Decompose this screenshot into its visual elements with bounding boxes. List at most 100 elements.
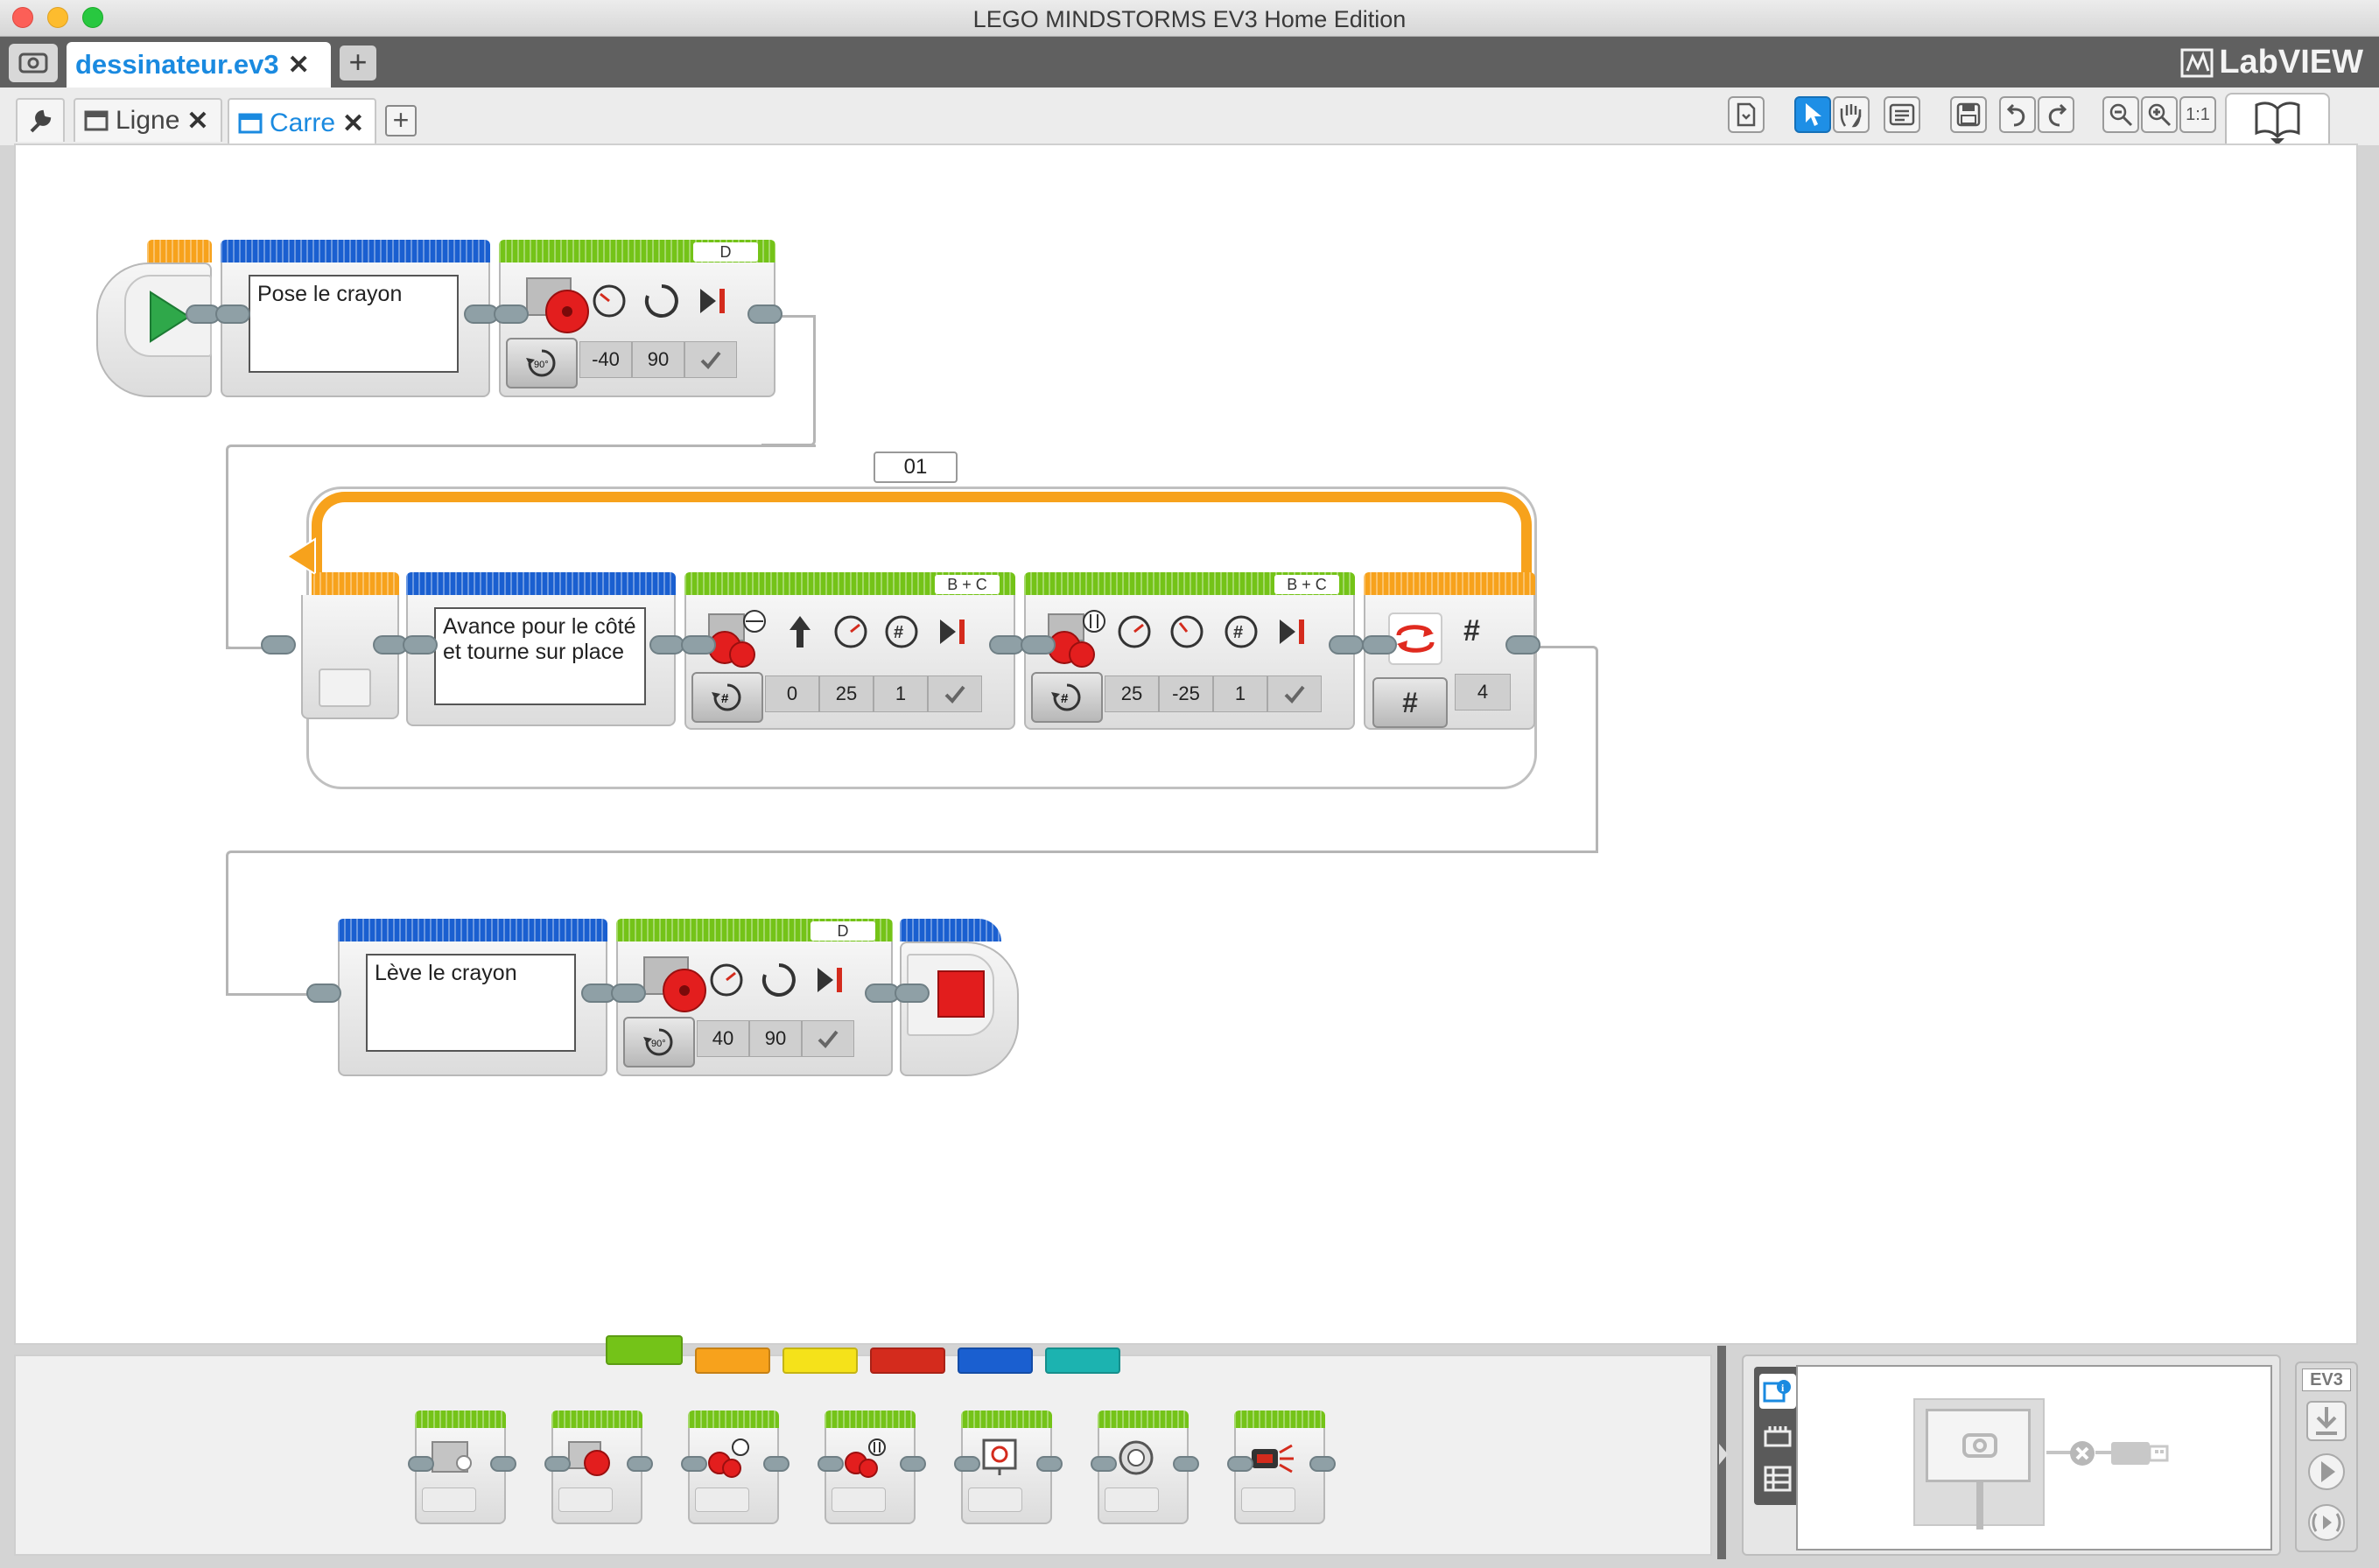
loop-end-block[interactable]: # # 4 [1364, 572, 1535, 730]
help-button[interactable] [2225, 93, 2330, 147]
zoom-window-button[interactable] [82, 7, 103, 28]
degrees-value[interactable]: 90 [632, 341, 684, 378]
expand-arrow-icon[interactable] [1717, 1442, 1730, 1466]
wrench-icon [30, 109, 52, 133]
palette-large-motor-block[interactable] [551, 1410, 642, 1524]
zoom-in-button[interactable] [2141, 96, 2178, 133]
brake-value[interactable] [1267, 676, 1322, 712]
palette-medium-motor-block[interactable] [415, 1410, 506, 1524]
loop-mode-selector[interactable]: # [1372, 677, 1448, 728]
palette-tab-sensor[interactable] [782, 1348, 858, 1374]
power-value[interactable]: -40 [579, 341, 632, 378]
add-project-button[interactable]: + [340, 46, 376, 80]
select-tool-button[interactable] [1794, 96, 1831, 133]
project-properties-tab[interactable] [16, 98, 65, 142]
palette-sound-block[interactable] [1098, 1410, 1189, 1524]
tab-ligne[interactable]: Ligne ✕ [74, 98, 222, 142]
save-button[interactable] [1950, 96, 1987, 133]
sequence-wire [226, 850, 1598, 996]
port-selector[interactable]: D [693, 242, 758, 262]
start-block[interactable] [96, 240, 212, 397]
svg-text:#: # [721, 691, 729, 706]
brick-information-tab[interactable]: i [1759, 1374, 1796, 1409]
port-view-tab[interactable] [1759, 1418, 1796, 1452]
lobby-button[interactable] [9, 44, 58, 82]
pan-tool-button[interactable] [1833, 96, 1870, 133]
port-selector[interactable]: D [811, 921, 875, 941]
comment-tool-button[interactable] [1884, 96, 1920, 133]
palette-brick-status-light-block[interactable] [1234, 1410, 1325, 1524]
comment-text[interactable]: Pose le crayon [249, 275, 459, 373]
palette-move-steering-block[interactable] [688, 1410, 779, 1524]
mode-selector[interactable]: 90° [506, 338, 578, 388]
medium-motor-block[interactable]: D 40 90 90° [616, 919, 893, 1076]
brake-value[interactable] [684, 341, 737, 378]
stop-program-block[interactable] [900, 919, 1019, 1076]
power-value[interactable]: 25 [819, 676, 874, 712]
palette-display-block[interactable] [961, 1410, 1052, 1524]
comment-text[interactable]: Avance pour le côté et tourne sur place [434, 607, 646, 705]
port-selector[interactable]: B + C [1274, 575, 1339, 594]
mode-selector[interactable]: # [1031, 672, 1103, 723]
display-icon [982, 1438, 1017, 1475]
power-value[interactable]: 40 [697, 1020, 749, 1057]
palette-block-header [1234, 1410, 1325, 1428]
project-tab[interactable]: dessinateur.ev3 ✕ [67, 42, 331, 88]
close-project-icon[interactable]: ✕ [287, 50, 310, 80]
move-steering-block[interactable]: B + C # 0 25 1 # [684, 572, 1015, 730]
loop-start-header [313, 572, 399, 595]
brake-value[interactable] [802, 1020, 854, 1057]
comment-block[interactable]: Pose le crayon [221, 240, 490, 397]
palette-block-header [551, 1410, 642, 1428]
brake-value[interactable] [928, 676, 982, 712]
hardware-page-tabs: i [1754, 1367, 1801, 1505]
undo-button[interactable] [1999, 96, 2036, 133]
close-window-button[interactable] [12, 7, 33, 28]
power-right-value[interactable]: -25 [1159, 676, 1213, 712]
palette-move-tank-block[interactable] [825, 1410, 916, 1524]
port-selector[interactable]: B + C [935, 575, 1000, 594]
download-and-run-icon[interactable] [2305, 1451, 2347, 1493]
add-program-button[interactable]: + [385, 105, 417, 136]
power-left-icon [1118, 615, 1151, 648]
check-icon [1284, 685, 1305, 704]
degrees-value[interactable]: 90 [749, 1020, 802, 1057]
palette-tab-flow[interactable] [695, 1348, 770, 1374]
move-tank-block[interactable]: B + C # 25 -25 1 # [1024, 572, 1355, 730]
palette-tab-action[interactable] [606, 1335, 683, 1365]
loop-name[interactable]: 01 [874, 452, 958, 483]
zoom-out-button[interactable] [2102, 96, 2139, 133]
loop-index-output [319, 668, 371, 707]
loop-start[interactable] [301, 572, 399, 719]
zoom-reset-button[interactable]: 1:1 [2179, 96, 2216, 133]
tab-carre[interactable]: Carre ✕ [228, 98, 376, 147]
close-tab-ligne-icon[interactable]: ✕ [186, 106, 209, 136]
palette-tab-myblocks[interactable] [1045, 1348, 1120, 1374]
rotations-mode-icon: # [1051, 683, 1081, 711]
connection-line [2046, 1451, 2081, 1454]
comment-text[interactable]: Lève le crayon [366, 954, 576, 1052]
palette-tab-advanced[interactable] [958, 1348, 1033, 1374]
steering-value[interactable]: 0 [765, 676, 819, 712]
run-selected-icon[interactable] [2305, 1502, 2347, 1544]
content-editor-button[interactable] [1728, 96, 1765, 133]
available-bricks-tab[interactable] [1759, 1461, 1796, 1496]
mode-selector[interactable]: 90° [623, 1017, 695, 1068]
sequence-wire [226, 993, 313, 996]
rotations-value[interactable]: 1 [1213, 676, 1267, 712]
comment-block[interactable]: Lève le crayon [338, 919, 607, 1076]
palette-tab-data[interactable] [870, 1348, 945, 1374]
minimize-window-button[interactable] [47, 7, 68, 28]
mode-selector[interactable]: # [691, 672, 763, 723]
rotations-value[interactable]: 1 [874, 676, 928, 712]
play-icon[interactable] [131, 282, 201, 352]
power-left-value[interactable]: 25 [1105, 676, 1159, 712]
svg-text:#: # [894, 623, 903, 642]
palette-port [627, 1456, 653, 1472]
redo-button[interactable] [2038, 96, 2074, 133]
comment-block[interactable]: Avance pour le côté et tourne sur place [406, 572, 676, 726]
download-icon[interactable] [2305, 1400, 2347, 1442]
medium-motor-block[interactable]: D -40 90 90° [499, 240, 775, 397]
close-tab-carre-icon[interactable]: ✕ [342, 108, 365, 138]
loop-count-value[interactable]: 4 [1455, 674, 1511, 710]
